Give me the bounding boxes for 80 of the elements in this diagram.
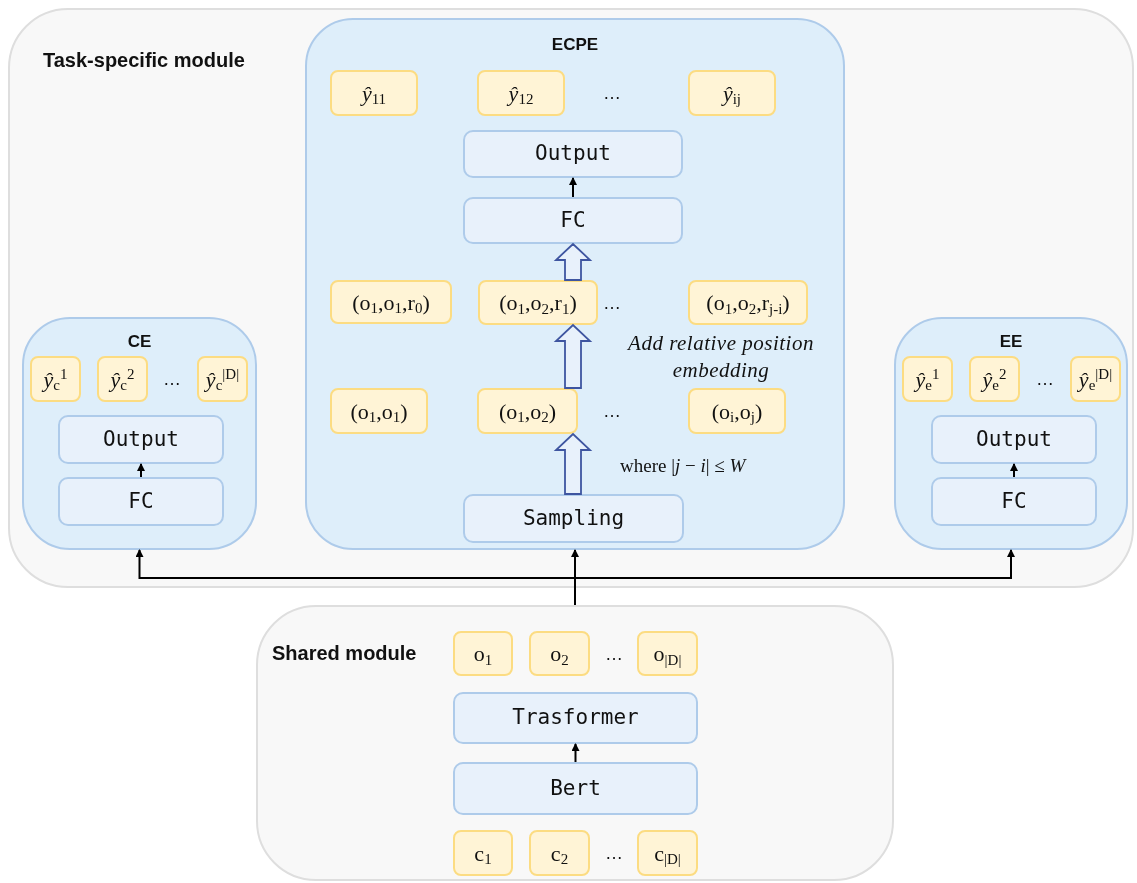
token-box: [637, 830, 698, 876]
annotation-text: where |j − i| ≤ W: [620, 454, 748, 478]
token-label: (o$_{1}$,o$_{2}$,r$_{1}$): [499, 289, 577, 319]
layer-label: Sampling: [522, 504, 625, 532]
token-box: [453, 830, 513, 876]
layer-label: Output: [103, 425, 179, 453]
ellipsis-label: …: [162, 368, 182, 391]
arrow: [1010, 463, 1018, 478]
module-title: ECPE: [550, 34, 600, 56]
module-title: Task-specific module: [43, 48, 245, 73]
token-label: (o$_{1}$,o$_{2}$): [498, 397, 557, 428]
token-label: o$_{|D|}$: [653, 640, 682, 670]
token-label: o$_{2}$: [550, 640, 569, 670]
layer-label: Output: [976, 425, 1052, 453]
token-box: [330, 70, 418, 116]
ellipsis-label: …: [602, 82, 622, 105]
module-panel: [305, 18, 845, 550]
token-box: [902, 356, 953, 402]
token-box: [477, 388, 578, 434]
token-box: [529, 830, 590, 876]
token-box: [688, 70, 776, 116]
layer-box: [58, 415, 224, 464]
ellipsis-label: …: [604, 643, 624, 666]
token-label: c$_{2}$: [550, 839, 569, 870]
layer-box: [463, 130, 683, 178]
hollow-arrow: [553, 323, 593, 389]
token-box: [453, 631, 513, 676]
token-box: [477, 70, 565, 116]
layer-box: [453, 762, 698, 815]
token-label: ŷ$_{11}$: [361, 79, 387, 110]
ellipsis-label: …: [602, 292, 622, 315]
layer-box: [931, 415, 1097, 464]
layer-box: [463, 494, 684, 543]
token-label: c$_{|D|}$: [654, 839, 681, 870]
module-panel: [256, 605, 894, 881]
token-label: c$_{1}$: [474, 839, 492, 870]
ellipsis-label: …: [602, 400, 622, 423]
module-panel: [8, 8, 1134, 588]
layer-box: [463, 197, 683, 244]
module-title: EE: [998, 331, 1024, 353]
layer-label: FC: [128, 487, 154, 515]
ellipsis-label: …: [1035, 368, 1055, 391]
hollow-arrow: [553, 432, 593, 495]
arrow: [137, 463, 145, 478]
token-box: [529, 631, 590, 676]
module-panel: [22, 317, 257, 550]
layer-box: [58, 477, 224, 526]
annotation-text: Add relative position embedding: [626, 330, 815, 384]
token-box: [197, 356, 248, 402]
token-box: [688, 280, 808, 325]
token-box: [30, 356, 81, 402]
token-label: (o$_{1}$,o$_{1}$,r$_{0}$): [352, 288, 430, 319]
token-box: [97, 356, 148, 402]
hollow-arrow: [553, 242, 593, 281]
layer-label: FC: [560, 206, 586, 234]
ellipsis-label: …: [604, 842, 624, 865]
layer-box: [453, 692, 698, 744]
layer-label: FC: [1001, 487, 1027, 515]
token-box: [1070, 356, 1121, 402]
token-box: [330, 280, 452, 324]
token-label: ŷ$_{ij}$: [722, 79, 742, 110]
token-box: [478, 280, 598, 325]
token-label: o$_{1}$: [473, 640, 493, 670]
arrow: [569, 177, 577, 198]
token-label: ŷ$_{12}$: [508, 79, 534, 110]
token-box: [330, 388, 428, 434]
token-box: [969, 356, 1020, 402]
layer-label: Bert: [550, 774, 601, 802]
token-box: [688, 388, 786, 434]
token-label: (o$_{1}$,o$_{1}$): [350, 397, 408, 428]
token-label: (o$_{1}$,o$_{2}$,r$_{j-i}$): [706, 289, 790, 319]
layer-box: [931, 477, 1097, 526]
layer-label: Output: [535, 140, 611, 168]
module-title: Shared module: [272, 641, 417, 666]
arrow: [571, 743, 580, 763]
token-label: (o$_{i}$,o$_{j}$): [711, 397, 763, 428]
token-box: [637, 631, 698, 676]
module-title: CE: [126, 331, 153, 353]
layer-label: Trasformer: [512, 704, 639, 732]
module-panel: [894, 317, 1128, 550]
